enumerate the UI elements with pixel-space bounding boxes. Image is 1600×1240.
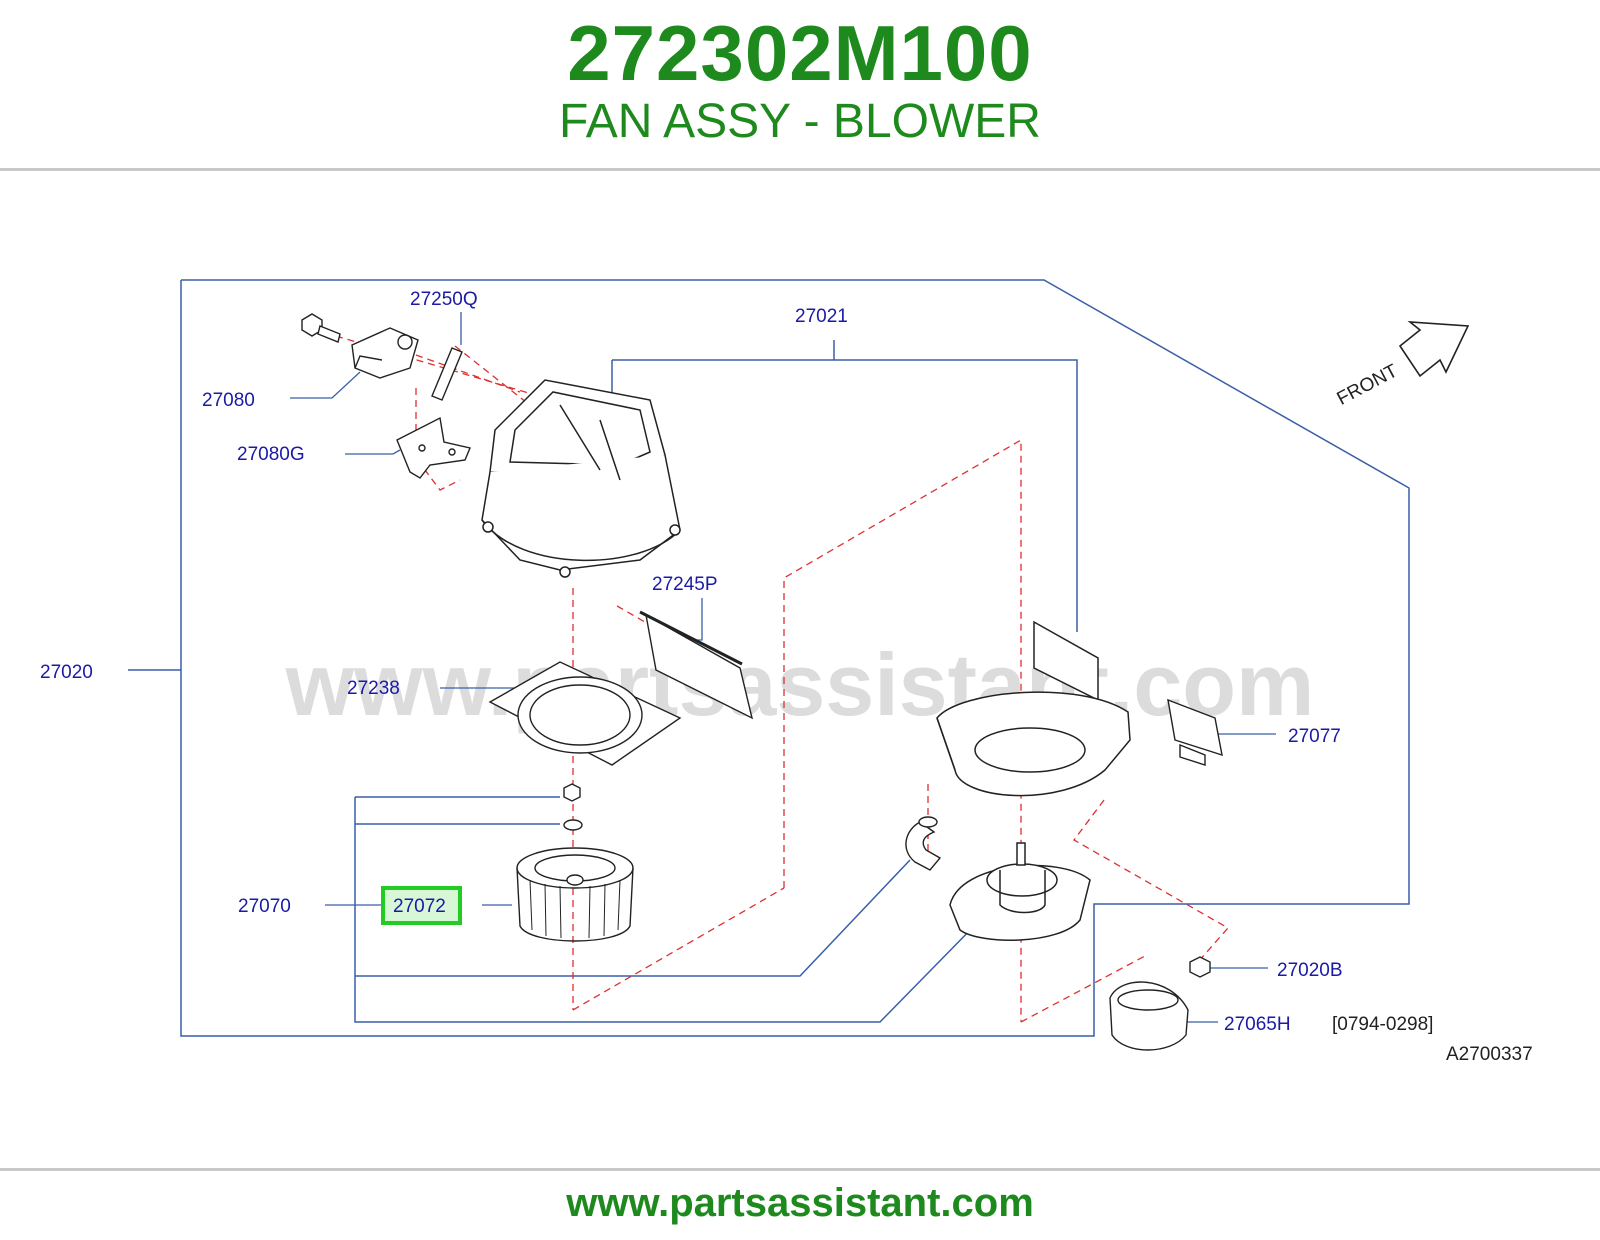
gasket-27238 bbox=[488, 661, 682, 766]
header-divider bbox=[0, 168, 1600, 171]
blower-case-upper bbox=[481, 379, 681, 578]
watermark: www.partsassistant.com bbox=[285, 635, 1315, 734]
part-number-title: 272302M100 bbox=[567, 9, 1033, 97]
drawing-id: A2700337 bbox=[1446, 1044, 1533, 1065]
callout-27072[interactable]: 27072 bbox=[393, 896, 446, 917]
nut-27020b bbox=[1189, 956, 1211, 978]
footer-divider bbox=[0, 1168, 1600, 1171]
filter-27245p bbox=[639, 610, 754, 720]
callout-27250q[interactable]: 27250Q bbox=[410, 289, 478, 310]
hose-elbow bbox=[905, 816, 942, 871]
callout-27070[interactable]: 27070 bbox=[238, 896, 291, 917]
front-label: FRONT bbox=[1334, 360, 1402, 409]
callout-27080g[interactable]: 27080G bbox=[237, 444, 305, 465]
actuator-bracket bbox=[351, 327, 419, 379]
fan-wheel-27072 bbox=[516, 847, 634, 942]
footer-link[interactable]: www.partsassistant.com bbox=[566, 1181, 1034, 1225]
parts-diagram: www.partsassistant.com bbox=[40, 279, 1533, 1065]
assembly-boundary bbox=[128, 279, 1410, 1037]
callout-27238[interactable]: 27238 bbox=[347, 678, 400, 699]
callout-27245p[interactable]: 27245P bbox=[652, 574, 718, 595]
seal-strip-27250q bbox=[431, 347, 463, 401]
callout-27020b[interactable]: 27020B bbox=[1277, 960, 1343, 981]
callout-27080[interactable]: 27080 bbox=[202, 390, 255, 411]
nut-washer bbox=[563, 783, 583, 831]
callout-27020[interactable]: 27020 bbox=[40, 662, 93, 683]
bolt-icon bbox=[301, 313, 341, 343]
cap-27065h bbox=[1109, 981, 1189, 1051]
callout-labels: 27250Q 27021 27080 27080G 27245P 27020 2… bbox=[40, 289, 1343, 1035]
date-code: [0794-0298] bbox=[1332, 1014, 1433, 1035]
mount-plate-27080g bbox=[396, 416, 471, 479]
callout-27065h[interactable]: 27065H bbox=[1224, 1014, 1291, 1035]
callout-27077[interactable]: 27077 bbox=[1288, 726, 1341, 747]
front-arrow-icon bbox=[1398, 321, 1470, 378]
page-header: 272302M100 FAN ASSY - BLOWER bbox=[0, 0, 1600, 170]
duct-27077 bbox=[1167, 698, 1223, 766]
blower-motor bbox=[949, 842, 1091, 941]
callout-highlight-box bbox=[381, 886, 462, 925]
callout-27021[interactable]: 27021 bbox=[795, 306, 848, 327]
part-name-subtitle: FAN ASSY - BLOWER bbox=[559, 95, 1041, 148]
blower-case-lower bbox=[936, 620, 1131, 797]
